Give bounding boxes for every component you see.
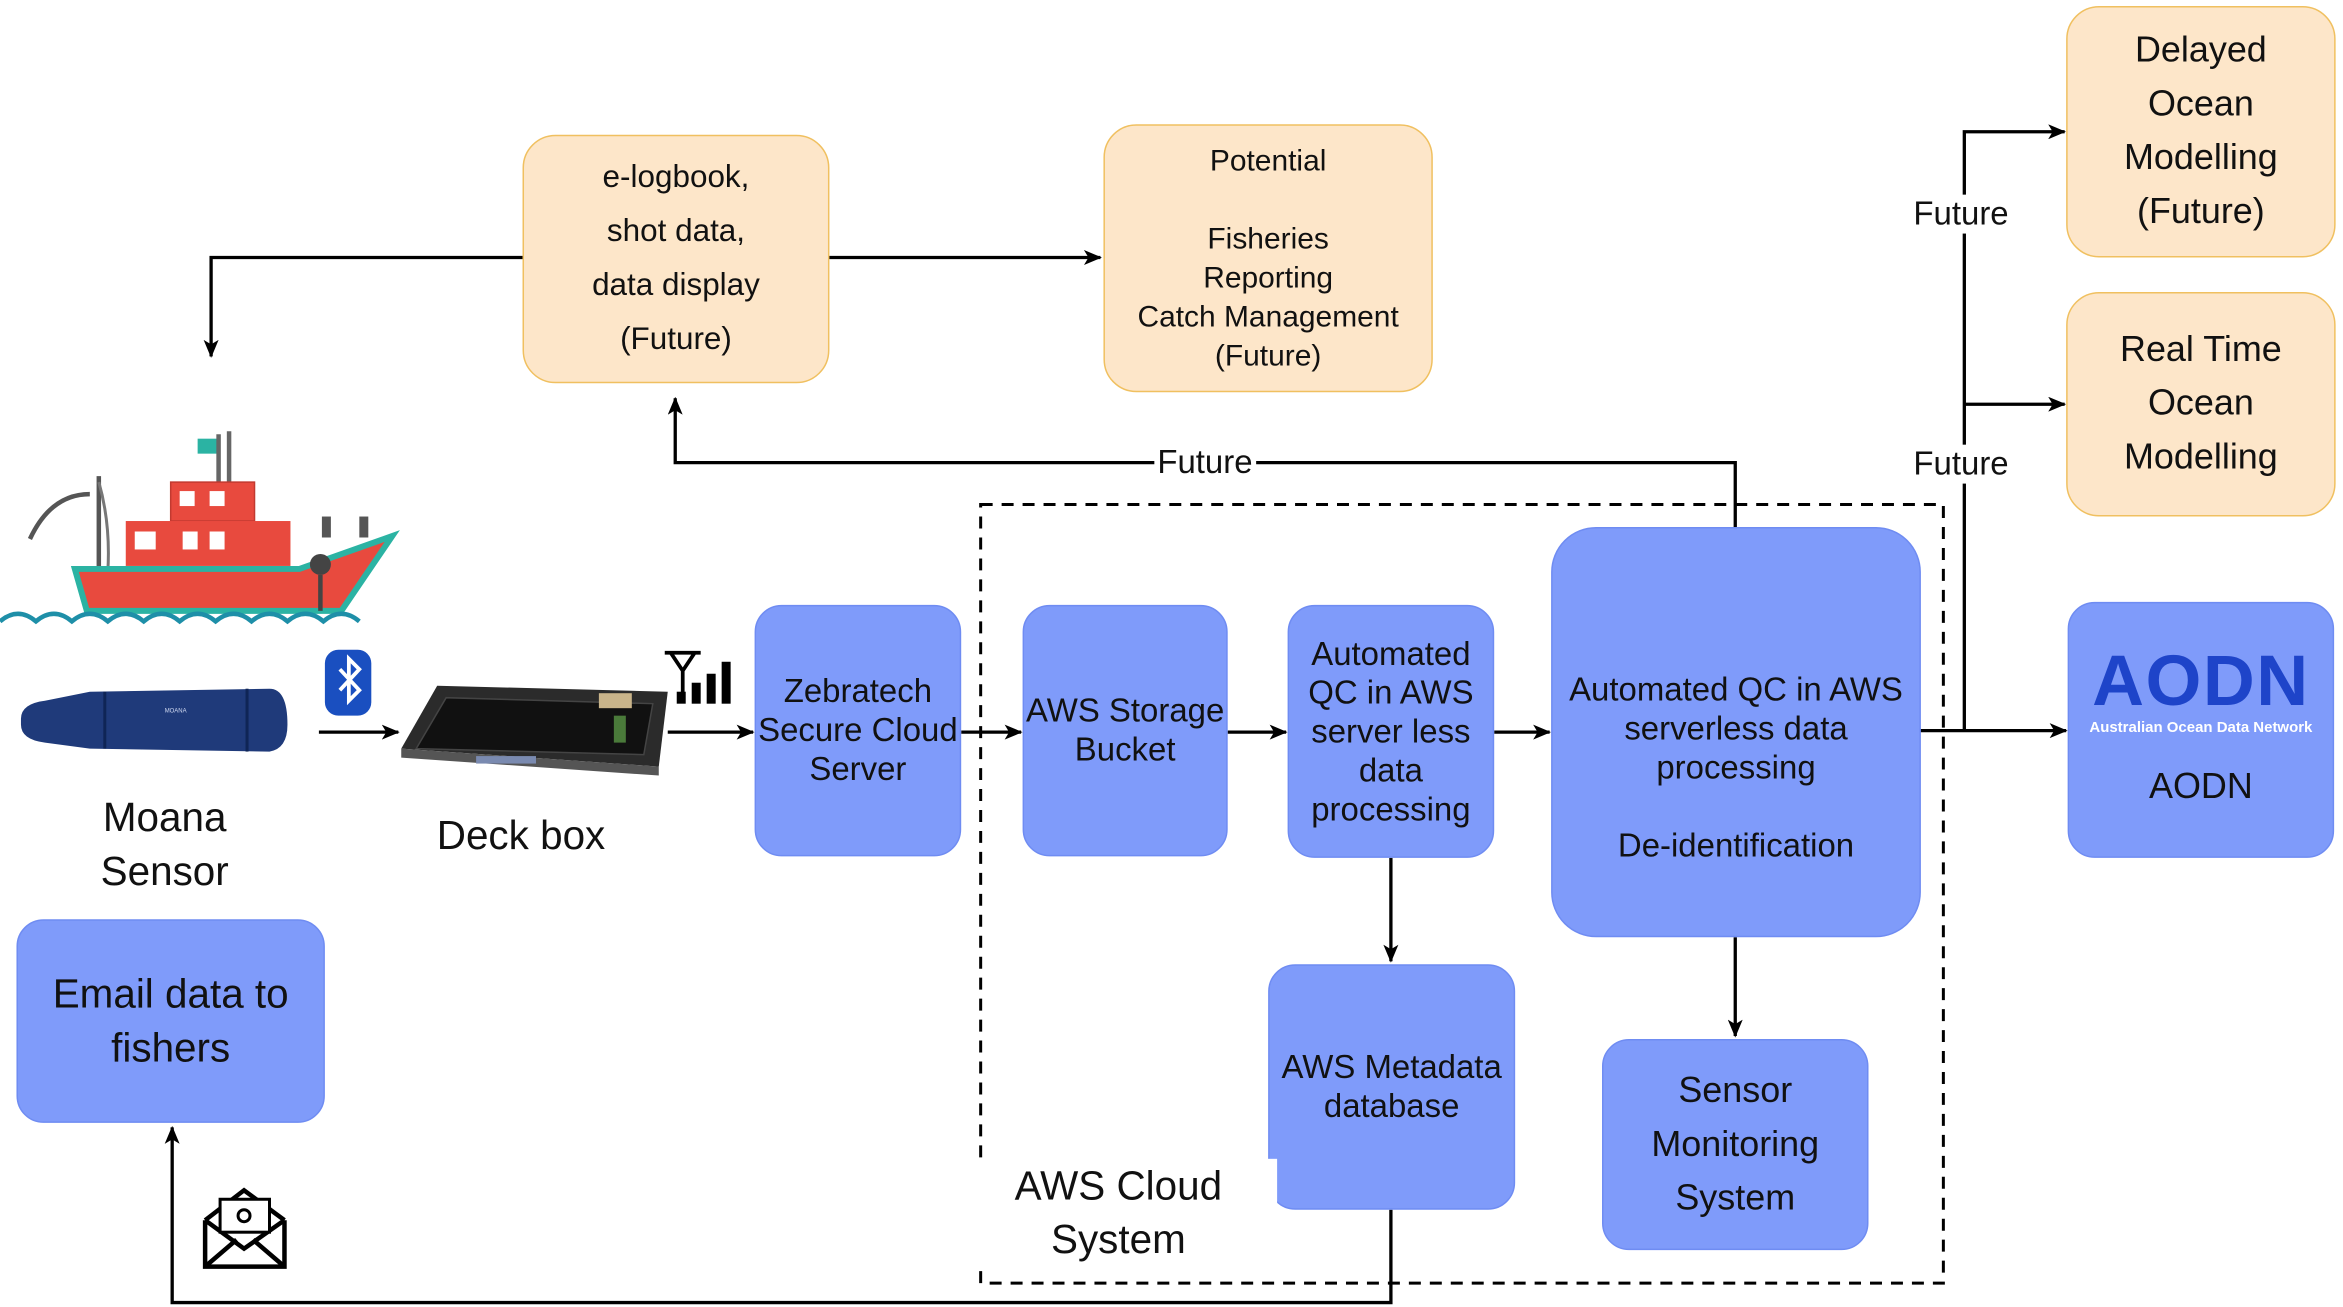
text-line: Sensor (100, 848, 229, 894)
text-line: Reporting (1203, 261, 1334, 295)
text-line: Ocean (2147, 83, 2254, 125)
text-line: processing (1311, 789, 1471, 828)
elogbook-box: e-logbook, shot data, data display (Future) (522, 134, 830, 384)
text-line: AWS Metadata (1281, 1048, 1502, 1086)
moana-sensor-icon: MOANA (20, 688, 288, 752)
text-line: processing (1656, 748, 1816, 787)
arrow-elogbook-to-boat (203, 255, 525, 358)
text-line: Automated (1311, 634, 1471, 672)
future-label-delayed: Future (1910, 194, 2012, 234)
fishing-boat-icon (0, 431, 400, 625)
text-line: Monitoring (1651, 1123, 1820, 1165)
text-line: Sensor (1678, 1069, 1793, 1111)
text-line: Ocean (2147, 383, 2254, 424)
svg-text:MOANA: MOANA (165, 709, 187, 715)
text-line: fishers (111, 1025, 231, 1071)
text-line: e-logbook, (602, 160, 750, 195)
text-line: (Future) (620, 321, 732, 357)
future-label-realtime: Future (1910, 444, 2012, 484)
aodn-box: AODN Australian Ocean Data Network AODN (2067, 601, 2335, 858)
cell-signal-icon (664, 650, 731, 704)
text-line: Fisheries (1207, 222, 1329, 256)
aodn-label: AODN (2148, 765, 2253, 807)
text-line: serverless data (1624, 709, 1848, 748)
text-line: data display (592, 267, 760, 303)
text-line: Server (809, 750, 907, 788)
text-line (1731, 788, 1740, 827)
text-line: Real Time (2119, 329, 2282, 370)
text-line: System (1051, 1217, 1186, 1263)
text-line: De-identification (1617, 826, 1855, 864)
bluetooth-icon (324, 649, 372, 716)
deck-box-icon (401, 685, 668, 776)
text-line: data (1358, 750, 1423, 789)
text-line: Modelling (2123, 137, 2278, 179)
text-line: server less (1311, 711, 1471, 750)
future-label-elogbook: Future (1154, 443, 1256, 483)
text-line: database (1323, 1086, 1460, 1125)
text-line: (Future) (2136, 191, 2265, 233)
text-line: Bucket (1074, 730, 1176, 769)
text-line: AWS Cloud (1014, 1163, 1223, 1209)
text-line (1264, 180, 1272, 219)
text-line: Automated QC in AWS (1569, 670, 1903, 709)
deck-box-caption: Deck box (436, 812, 606, 858)
text-line: QC in AWS (1308, 672, 1474, 711)
aodn-logo: AODN (2092, 641, 2310, 721)
text-line: System (1675, 1177, 1796, 1218)
text-line: Catch Management (1137, 300, 1399, 334)
text-line: Email data to (52, 971, 289, 1017)
text-line: Moana (102, 795, 227, 840)
text-line: Potential (1209, 144, 1327, 178)
text-line: Zebratech (783, 672, 933, 710)
text-line: AWS Storage (1025, 691, 1225, 730)
arrow-metadata-to-email (164, 1125, 1393, 1305)
text-line: shot data, (606, 214, 746, 249)
email-envelope-icon (202, 1187, 287, 1269)
text-line: Delayed (2134, 29, 2267, 71)
aws-cloud-region (979, 503, 1945, 1285)
text-line: Modelling (2123, 437, 2278, 478)
arrow-to-delayed (1962, 124, 2067, 731)
aodn-logo-subtitle: Australian Ocean Data Network (2089, 719, 2313, 736)
text-line: (Future) (1214, 339, 1322, 373)
text-line: Secure Cloud (758, 711, 958, 749)
email-data-to-fishers-box: Email data to fishers (16, 919, 325, 1123)
